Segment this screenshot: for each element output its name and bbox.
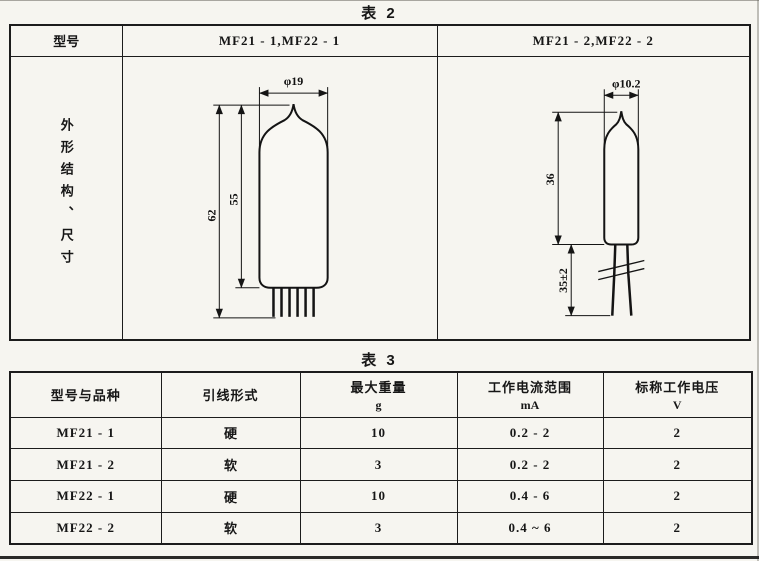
table2-caption: 表 2 (361, 5, 398, 22)
cell-model: MF21 - 2 (9, 448, 162, 482)
column-title: 最大重量 (350, 379, 407, 395)
cell-lead-form: 硬 (160, 416, 301, 450)
cell-model: MF22 - 2 (9, 511, 162, 545)
column-unit: mA (520, 397, 540, 412)
drawing-cell-mf21-1: φ19 62 55 (121, 55, 438, 341)
cell-current-range: 0.4 - 6 (456, 480, 604, 513)
table3-specifications: 型号与品种 引线形式 最大重量 g 工作电流范围 mA 标称工作电压 V MF2… (9, 371, 753, 545)
cell-max-weight: 3 (299, 448, 458, 482)
header-lead-form: 引线形式 (160, 371, 301, 418)
tube-outline-drawing-hard-lead: φ19 62 55 (204, 74, 329, 318)
column-unit: g (375, 397, 382, 412)
tube-body (602, 110, 639, 246)
table2-header-variant2: MF21 - 2,MF22 - 2 (436, 24, 751, 57)
cell-voltage: 2 (602, 511, 753, 545)
table3-caption: 表 3 (361, 352, 398, 369)
cell-voltage: 2 (602, 416, 753, 450)
dimension-label-lead-length: 35±2 (556, 268, 570, 293)
cell-model: MF22 - 1 (9, 480, 162, 513)
dimension-diameter: φ19 (258, 74, 328, 147)
column-title: 标称工作电压 (635, 379, 720, 395)
cell-max-weight: 3 (299, 511, 458, 545)
cell-current-range: 0.2 - 2 (456, 448, 604, 482)
dimension-diameter: φ10.2 (603, 76, 641, 145)
column-title: 工作电流范围 (487, 379, 572, 395)
break-mark (597, 259, 644, 280)
header-max-weight: 最大重量 g (299, 371, 458, 418)
cell-max-weight: 10 (299, 480, 458, 513)
table3-header-row: 型号与品种 引线形式 最大重量 g 工作电流范围 mA 标称工作电压 V (9, 371, 753, 418)
table2-body-row: 外形结构、尺寸 (9, 55, 751, 341)
cell-voltage: 2 (602, 448, 753, 482)
dimension-label-body-height: 36 (543, 173, 557, 185)
dimension-body-height: 36 (543, 111, 617, 245)
outline-structure-dimensions-label: 外形结构、尺寸 (58, 118, 74, 273)
table-row-mf21-1: MF21 - 1 硬 10 0.2 - 2 2 (9, 416, 753, 450)
tube-outline-drawing-soft-lead: φ10.2 36 35±2 (543, 76, 644, 316)
dimension-lead-length: 35±2 (556, 243, 610, 316)
header-voltage: 标称工作电压 V (602, 371, 753, 418)
cell-voltage: 2 (602, 480, 753, 513)
table-row-mf22-2: MF22 - 2 软 3 0.4 ~ 6 2 (9, 511, 753, 545)
column-unit: V (672, 397, 682, 412)
table2-header-model-label: 型号 (9, 24, 123, 57)
dimension-label-diameter: φ10.2 (612, 76, 641, 90)
dimension-body-height: 55 (226, 104, 259, 288)
dimension-label-diameter: φ19 (283, 74, 303, 88)
table2-row-label-cell: 外形结构、尺寸 (9, 55, 123, 341)
table2-outline-dimensions: 型号 MF21 - 1,MF22 - 1 MF21 - 2,MF22 - 2 外… (9, 24, 751, 342)
scan-edge-top (0, 0, 759, 1)
table-row-mf21-2: MF21 - 2 软 3 0.2 - 2 2 (9, 448, 753, 482)
cell-lead-form: 软 (160, 511, 301, 545)
scan-edge-bottom (0, 556, 759, 559)
table-row-mf22-1: MF22 - 1 硬 10 0.4 - 6 2 (9, 480, 753, 513)
dimension-overall-height: 62 (204, 104, 290, 318)
tube-pins (271, 287, 315, 317)
header-current-range: 工作电流范围 mA (456, 371, 604, 418)
dimension-label-overall-height: 62 (204, 209, 218, 221)
column-title: 引线形式 (202, 388, 259, 404)
cell-model: MF21 - 1 (9, 416, 162, 450)
table2-header-row: 型号 MF21 - 1,MF22 - 1 MF21 - 2,MF22 - 2 (9, 24, 751, 57)
table2-header-variant1: MF21 - 1,MF22 - 1 (121, 24, 438, 57)
drawing-cell-mf21-2: φ10.2 36 35±2 (436, 55, 751, 341)
column-title: 型号与品种 (50, 388, 121, 404)
tube-body (257, 103, 329, 289)
scan-edge-right (757, 0, 759, 561)
cell-max-weight: 10 (299, 416, 458, 450)
header-model-variety: 型号与品种 (9, 371, 162, 418)
cell-current-range: 0.2 - 2 (456, 416, 604, 450)
flexible-leads (610, 243, 633, 316)
dimension-label-body-height: 55 (226, 193, 240, 205)
cell-lead-form: 软 (160, 448, 301, 482)
cell-current-range: 0.4 ~ 6 (456, 511, 604, 545)
cell-lead-form: 硬 (160, 480, 301, 513)
